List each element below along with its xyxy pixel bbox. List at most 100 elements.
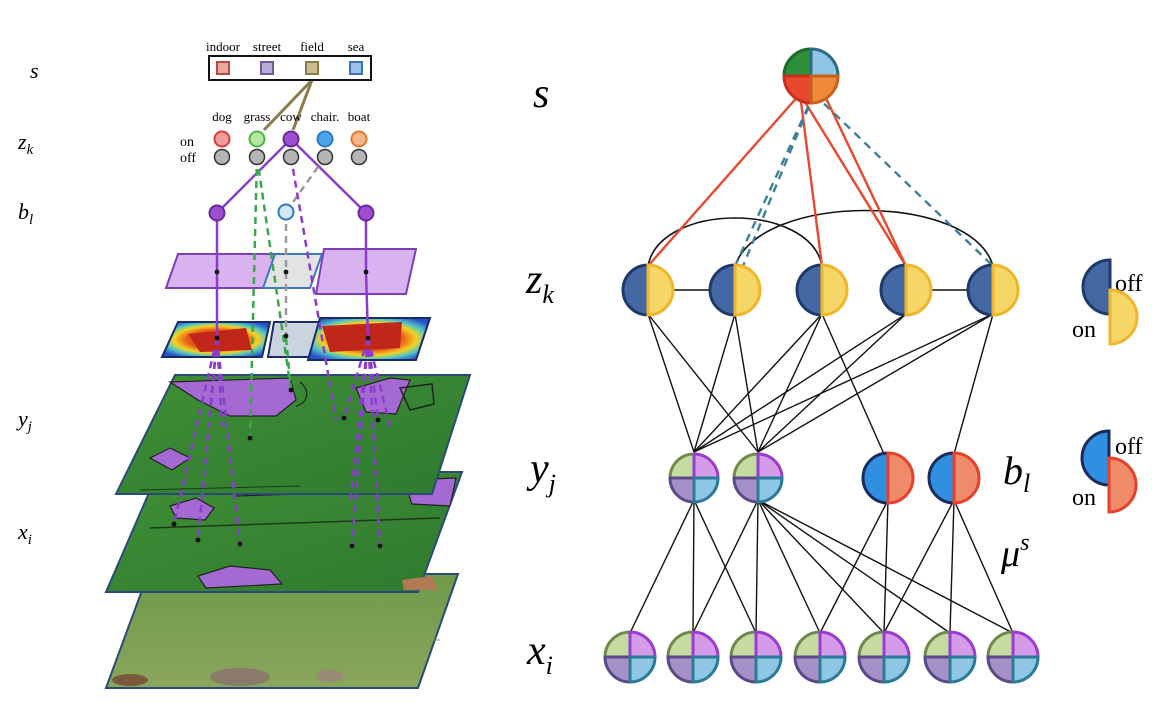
grass-dashed-link <box>255 156 293 391</box>
anchor-dot <box>195 537 201 543</box>
node-quadrant <box>666 655 695 684</box>
scene-label: street <box>253 39 282 54</box>
off-label: off <box>180 151 196 166</box>
z-node <box>879 263 933 317</box>
z-y-edge <box>647 313 695 453</box>
class-label: grass <box>244 109 271 124</box>
node-quadrant <box>809 47 840 78</box>
photo-layer <box>104 573 460 689</box>
node-quadrant <box>668 452 696 480</box>
class-off-node <box>282 148 300 166</box>
right-nodes <box>603 47 1040 684</box>
heat-segment-link <box>350 337 370 547</box>
x-node <box>666 630 720 684</box>
node-on-half <box>820 263 849 317</box>
class-label: boat <box>348 109 371 124</box>
z-arc <box>734 209 994 267</box>
y-x-edge <box>953 499 1014 634</box>
heat-segment-link <box>348 337 370 506</box>
z-node <box>966 263 1020 317</box>
left-label-s: s <box>30 58 39 83</box>
heat-segment-link <box>342 337 370 419</box>
z-arc <box>647 217 823 267</box>
node-off-half <box>927 451 956 505</box>
node-quadrant <box>603 655 632 684</box>
scene-z-edge <box>798 93 824 267</box>
scene-z-edge <box>741 93 816 267</box>
heat-segment-link <box>366 337 382 547</box>
y-x-edge <box>629 499 695 634</box>
node-quadrant <box>809 74 840 105</box>
anchor-dot <box>283 333 289 339</box>
z-node <box>708 263 762 317</box>
left-label-b: bl <box>18 199 33 228</box>
z-y-edge <box>821 313 885 455</box>
node-on-half <box>646 263 675 317</box>
anchor-dot <box>214 269 220 275</box>
y-x-edge <box>755 499 759 634</box>
node-quadrant <box>818 655 847 684</box>
node-off-half <box>708 263 737 317</box>
heat-segment-link <box>215 337 242 545</box>
node-quadrant <box>603 630 632 659</box>
node-off-half <box>879 263 908 317</box>
node-on-half <box>904 263 933 317</box>
region-heat-link <box>364 271 370 339</box>
x-node <box>857 630 911 684</box>
y-x-edge <box>819 499 889 634</box>
on-label: on <box>180 135 194 150</box>
node-quadrant <box>732 476 760 504</box>
node-quadrant <box>948 630 977 659</box>
node-quadrant <box>818 630 847 659</box>
z-y-edge <box>734 313 759 453</box>
node-quadrant <box>857 630 886 659</box>
y-x-edge <box>692 499 759 634</box>
node-on-half <box>886 451 915 505</box>
right-panel: s zk yj xi bl μs off on off on <box>525 47 1143 684</box>
node-off-half <box>795 263 824 317</box>
scene-class-link <box>291 79 314 131</box>
node-quadrant <box>923 630 952 659</box>
scene-label: field <box>300 39 324 54</box>
y-x-edge <box>757 499 821 634</box>
node-quadrant <box>692 476 720 504</box>
node-quadrant <box>1011 630 1040 659</box>
legend-z-on: on <box>1072 317 1096 343</box>
y-x-edge <box>757 499 1014 634</box>
right-label-y: yj <box>526 446 556 498</box>
scene-square <box>349 61 363 75</box>
y-node <box>668 452 720 504</box>
y-x-edge <box>757 499 885 634</box>
class-on-node <box>248 130 266 148</box>
z-y-edge <box>693 313 823 453</box>
b-node <box>927 451 981 505</box>
x-node <box>793 630 847 684</box>
node-quadrant <box>668 476 696 504</box>
node-off-half <box>621 263 650 317</box>
scene-z-edge <box>647 93 801 267</box>
node-quadrant <box>756 476 784 504</box>
anchor-dot <box>288 387 294 393</box>
node-quadrant <box>732 452 760 480</box>
heat-segment-link <box>366 337 380 421</box>
cow-dashed-link <box>289 156 338 421</box>
node-quadrant <box>729 655 758 684</box>
y-x-edge <box>692 499 695 634</box>
z-y-edge <box>953 313 994 455</box>
class-off-node <box>316 148 334 166</box>
x-node <box>986 630 1040 684</box>
heat-segment-link <box>196 337 219 541</box>
anchor-dot <box>349 543 355 549</box>
node-quadrant <box>628 630 657 659</box>
y-x-edge <box>883 499 955 634</box>
scene-square <box>260 61 274 75</box>
z-node <box>621 263 675 317</box>
class-label: chair. <box>311 109 340 124</box>
z-y-edge <box>757 313 994 453</box>
class-on-node <box>282 130 300 148</box>
node-quadrant <box>754 630 783 659</box>
x-node <box>729 630 783 684</box>
node-quadrant <box>857 655 886 684</box>
